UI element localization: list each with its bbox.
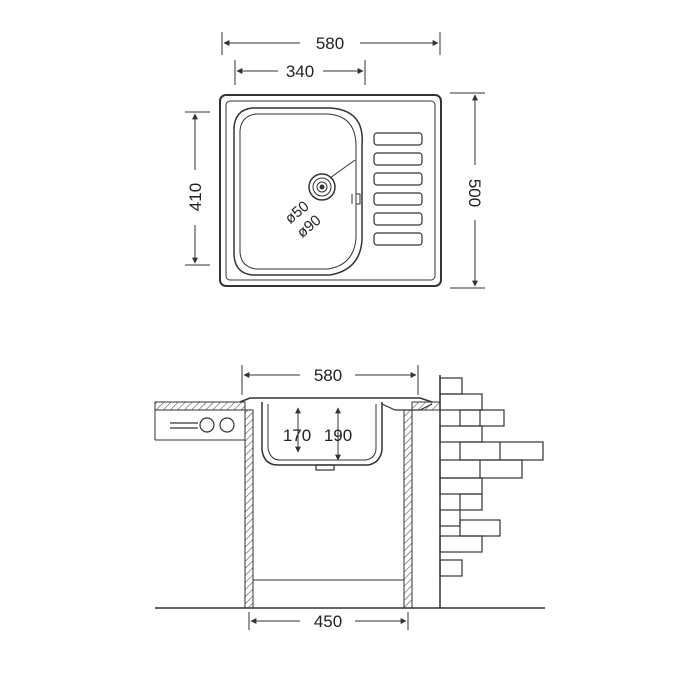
section-top-width-label: 580 bbox=[314, 366, 342, 385]
countertop-right bbox=[411, 401, 441, 411]
sink-section-bowl-inner bbox=[267, 404, 377, 461]
brick-wall bbox=[439, 377, 544, 577]
section-depth-b-label: 190 bbox=[324, 426, 352, 445]
drain-stub bbox=[315, 464, 335, 471]
cabinet-wall-right bbox=[403, 409, 413, 609]
tap-holes-icon bbox=[170, 417, 235, 433]
sink-section-bowl bbox=[261, 402, 383, 466]
sink-bowl-inner bbox=[239, 113, 357, 270]
overall-depth-label: 500 bbox=[465, 179, 484, 207]
drainboard-ribs bbox=[373, 132, 423, 246]
sink-section-rim bbox=[239, 397, 433, 403]
countertop-left bbox=[154, 401, 246, 411]
bowl-depth-label: 410 bbox=[186, 183, 205, 211]
section-depth-a-label: 170 bbox=[283, 426, 311, 445]
top-view bbox=[219, 94, 442, 287]
sink-inner-rim bbox=[225, 100, 436, 281]
sink-outer-rim bbox=[219, 94, 442, 287]
sink-bowl bbox=[233, 107, 363, 276]
top-dimensions bbox=[185, 32, 485, 289]
drain-icon bbox=[308, 173, 336, 201]
overflow-icon bbox=[351, 193, 361, 205]
cabinet-wall-left bbox=[244, 409, 254, 609]
overall-width-label: 580 bbox=[316, 34, 344, 53]
section-view bbox=[154, 375, 545, 609]
cabinet-width-label: 450 bbox=[314, 612, 342, 631]
section-dimensions bbox=[241, 365, 419, 630]
bowl-width-label: 340 bbox=[286, 62, 314, 81]
